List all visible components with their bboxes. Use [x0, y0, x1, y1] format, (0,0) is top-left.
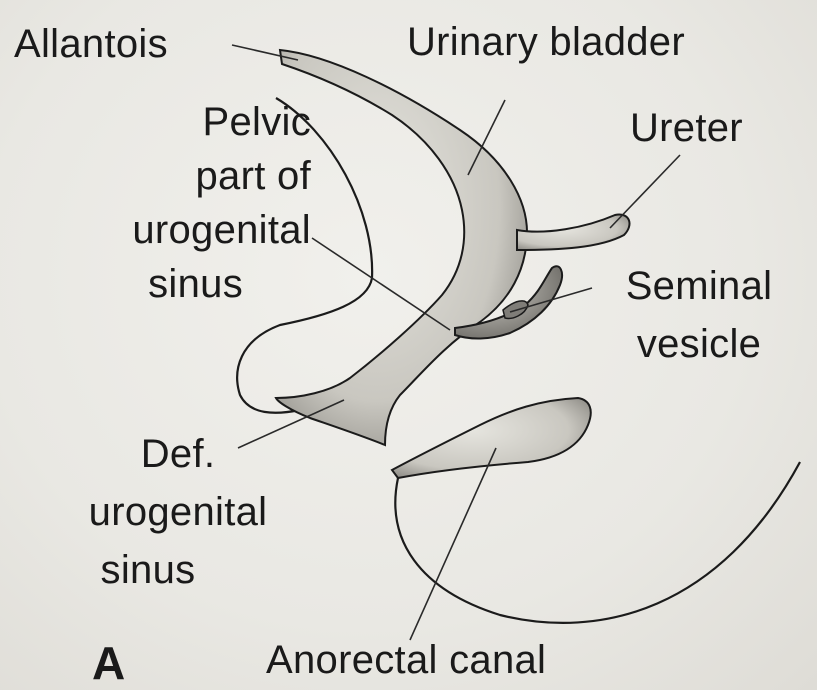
- label-seminal-vesicle: Seminal vesicle: [594, 262, 804, 368]
- anorectal-canal-shape: [392, 398, 591, 478]
- leader-pelvic-sinus: [312, 238, 450, 330]
- label-urinary-bladder: Urinary bladder: [407, 18, 685, 66]
- outline-curve-lower: [395, 462, 800, 623]
- label-definitive-urogenital-sinus: Def. urogenital sinus: [48, 430, 308, 594]
- label-ureter: Ureter: [630, 104, 743, 152]
- panel-letter: A: [92, 638, 126, 688]
- label-anorectal-canal: Anorectal canal: [266, 636, 546, 684]
- label-pelvic-urogenital-sinus: Pelvic part of urogenital sinus: [55, 98, 311, 308]
- ureter-shape: [517, 215, 630, 250]
- label-allantois: Allantois: [14, 20, 168, 68]
- leader-ureter: [610, 155, 680, 228]
- leader-anorectal-canal: [410, 448, 496, 640]
- bladder-sinus-shape: [276, 50, 527, 445]
